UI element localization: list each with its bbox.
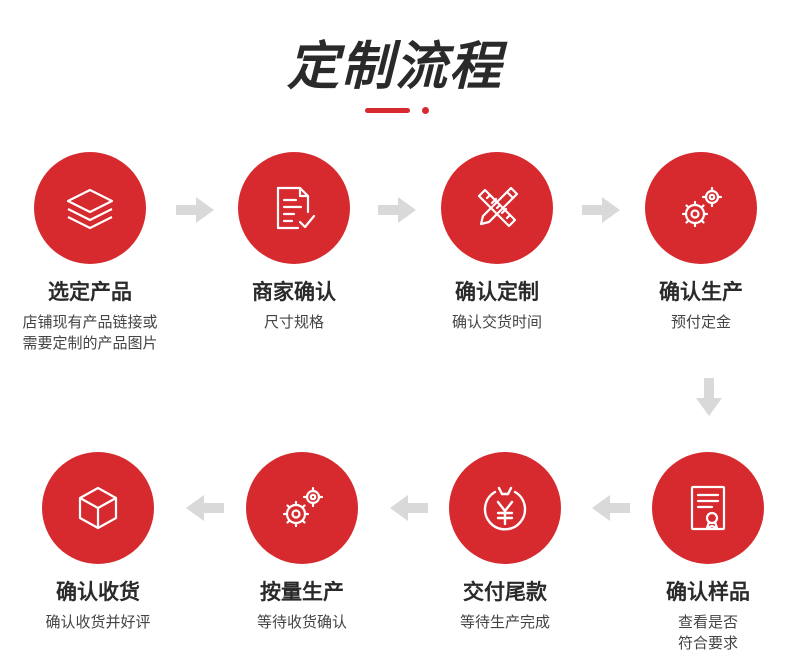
arrow-right-icon bbox=[582, 197, 620, 223]
gears-icon bbox=[282, 486, 324, 528]
step-desc: 店铺现有产品链接或 需要定制的产品图片 bbox=[0, 312, 185, 354]
step-desc-line: 确认交货时间 bbox=[451, 313, 542, 331]
step-desc-line: 符合要求 bbox=[677, 634, 738, 652]
title-underline-dot bbox=[422, 107, 429, 114]
arrow-left-icon bbox=[592, 495, 630, 521]
step-desc-line: 尺寸规格 bbox=[263, 313, 324, 331]
arrow-right-icon bbox=[176, 197, 214, 223]
step-desc-line: 确认收货并好评 bbox=[45, 613, 151, 631]
step-desc: 尺寸规格 bbox=[199, 312, 389, 333]
title-underline-bar bbox=[365, 108, 410, 113]
step-circle bbox=[645, 152, 757, 264]
step-desc: 确认收货并好评 bbox=[3, 612, 193, 633]
step-merchant-confirm: 商家确认 尺寸规格 bbox=[199, 152, 389, 333]
step-desc-line: 需要定制的产品图片 bbox=[22, 334, 158, 352]
step-label: 确认定制 bbox=[455, 280, 539, 304]
layers-icon bbox=[66, 188, 114, 230]
step-desc-line: 预付定金 bbox=[670, 313, 731, 331]
step-final-payment: 交付尾款 等待生产完成 bbox=[410, 452, 600, 633]
gears-icon bbox=[681, 186, 723, 228]
arrow-left-icon bbox=[390, 495, 428, 521]
step-desc: 等待收货确认 bbox=[207, 612, 397, 633]
step-circle bbox=[652, 452, 764, 564]
yuan-coin-icon bbox=[483, 486, 527, 531]
arrow-left-icon bbox=[186, 495, 224, 521]
step-circle bbox=[42, 452, 154, 564]
step-circle bbox=[34, 152, 146, 264]
step-select-product: 选定产品 店铺现有产品链接或 需要定制的产品图片 bbox=[0, 152, 185, 354]
step-desc: 确认交货时间 bbox=[402, 312, 592, 333]
document-check-icon bbox=[276, 186, 316, 230]
step-circle bbox=[246, 452, 358, 564]
step-confirm-production: 确认生产 预付定金 bbox=[606, 152, 790, 333]
step-desc: 预付定金 bbox=[606, 312, 790, 333]
step-desc-line: 查看是否 bbox=[677, 613, 738, 631]
certificate-icon bbox=[690, 485, 726, 531]
step-label: 选定产品 bbox=[48, 280, 132, 304]
arrow-right-icon bbox=[378, 197, 416, 223]
step-desc: 查看是否 符合要求 bbox=[613, 612, 790, 654]
step-circle bbox=[238, 152, 350, 264]
step-mass-production: 按量生产 等待收货确认 bbox=[207, 452, 397, 633]
step-desc-line: 等待生产完成 bbox=[459, 613, 550, 631]
step-label: 商家确认 bbox=[252, 280, 336, 304]
step-desc-line: 等待收货确认 bbox=[256, 613, 347, 631]
step-label: 确认生产 bbox=[659, 280, 743, 304]
step-label: 按量生产 bbox=[260, 580, 344, 604]
step-desc-line: 店铺现有产品链接或 bbox=[22, 313, 158, 331]
step-circle bbox=[449, 452, 561, 564]
step-desc: 等待生产完成 bbox=[410, 612, 600, 633]
step-label: 确认收货 bbox=[56, 580, 140, 604]
step-circle bbox=[441, 152, 553, 264]
step-label: 确认样品 bbox=[666, 580, 750, 604]
page-title: 定制流程 bbox=[286, 37, 503, 97]
arrow-down-icon bbox=[696, 378, 722, 416]
step-label: 交付尾款 bbox=[463, 580, 547, 604]
pencil-ruler-icon bbox=[477, 186, 519, 228]
box-icon bbox=[78, 486, 118, 530]
step-confirm-sample: 确认样品 查看是否 符合要求 bbox=[613, 452, 790, 654]
step-confirm-receipt: 确认收货 确认收货并好评 bbox=[3, 452, 193, 633]
step-confirm-customization: 确认定制 确认交货时间 bbox=[402, 152, 592, 333]
